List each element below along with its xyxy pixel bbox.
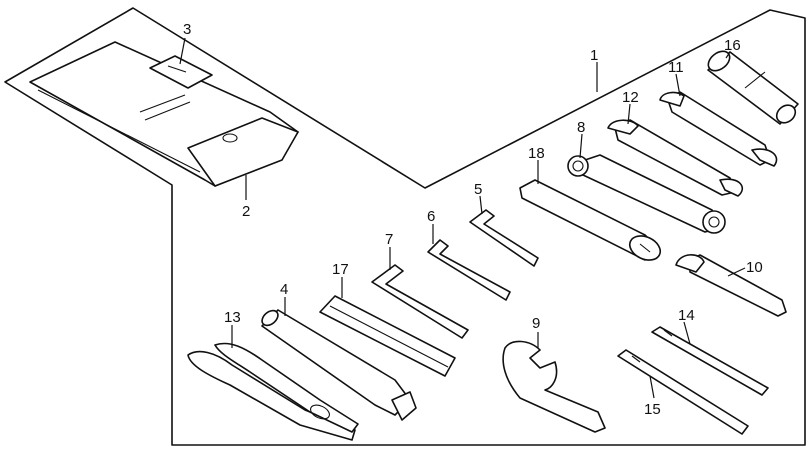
leader-lines [179, 37, 746, 399]
pliers-13 [187, 342, 359, 441]
callout-3: 3 [183, 21, 191, 38]
callout-16: 16 [724, 37, 741, 54]
callout-labels: 1 2 3 4 5 6 7 8 9 10 11 12 13 14 15 16 1… [183, 21, 763, 418]
tool-bag [29, 41, 299, 187]
rod-14 [651, 326, 769, 396]
hex-key-6 [427, 239, 511, 301]
callout-18: 18 [528, 145, 545, 162]
callout-15: 15 [644, 401, 661, 418]
callout-2: 2 [242, 203, 250, 220]
callout-5: 5 [474, 181, 482, 198]
callout-10: 10 [746, 259, 763, 276]
callout-8: 8 [577, 119, 585, 136]
screwdriver-17 [319, 295, 456, 377]
callout-4: 4 [280, 281, 288, 298]
flat-wrench-18 [519, 179, 662, 261]
callout-12: 12 [622, 89, 639, 106]
rod-15 [617, 349, 749, 435]
spanner-9 [502, 340, 606, 433]
tool-kit-outline [4, 7, 806, 446]
wrench-10 [675, 254, 787, 317]
callout-13: 13 [224, 309, 241, 326]
hex-key-5 [469, 209, 539, 267]
callout-14: 14 [678, 307, 695, 324]
callout-17: 17 [332, 261, 349, 278]
box-wrench-tube [707, 50, 799, 125]
callout-1: 1 [590, 47, 598, 64]
callout-11: 11 [668, 59, 684, 76]
callout-7: 7 [385, 231, 393, 248]
callout-6: 6 [427, 208, 435, 225]
wrench-11 [659, 91, 778, 167]
handle-4 [261, 309, 417, 421]
wrench-12 [607, 119, 744, 197]
ring-wrench-8 [567, 154, 726, 234]
hex-key-7 [371, 264, 469, 339]
callout-9: 9 [532, 315, 540, 332]
